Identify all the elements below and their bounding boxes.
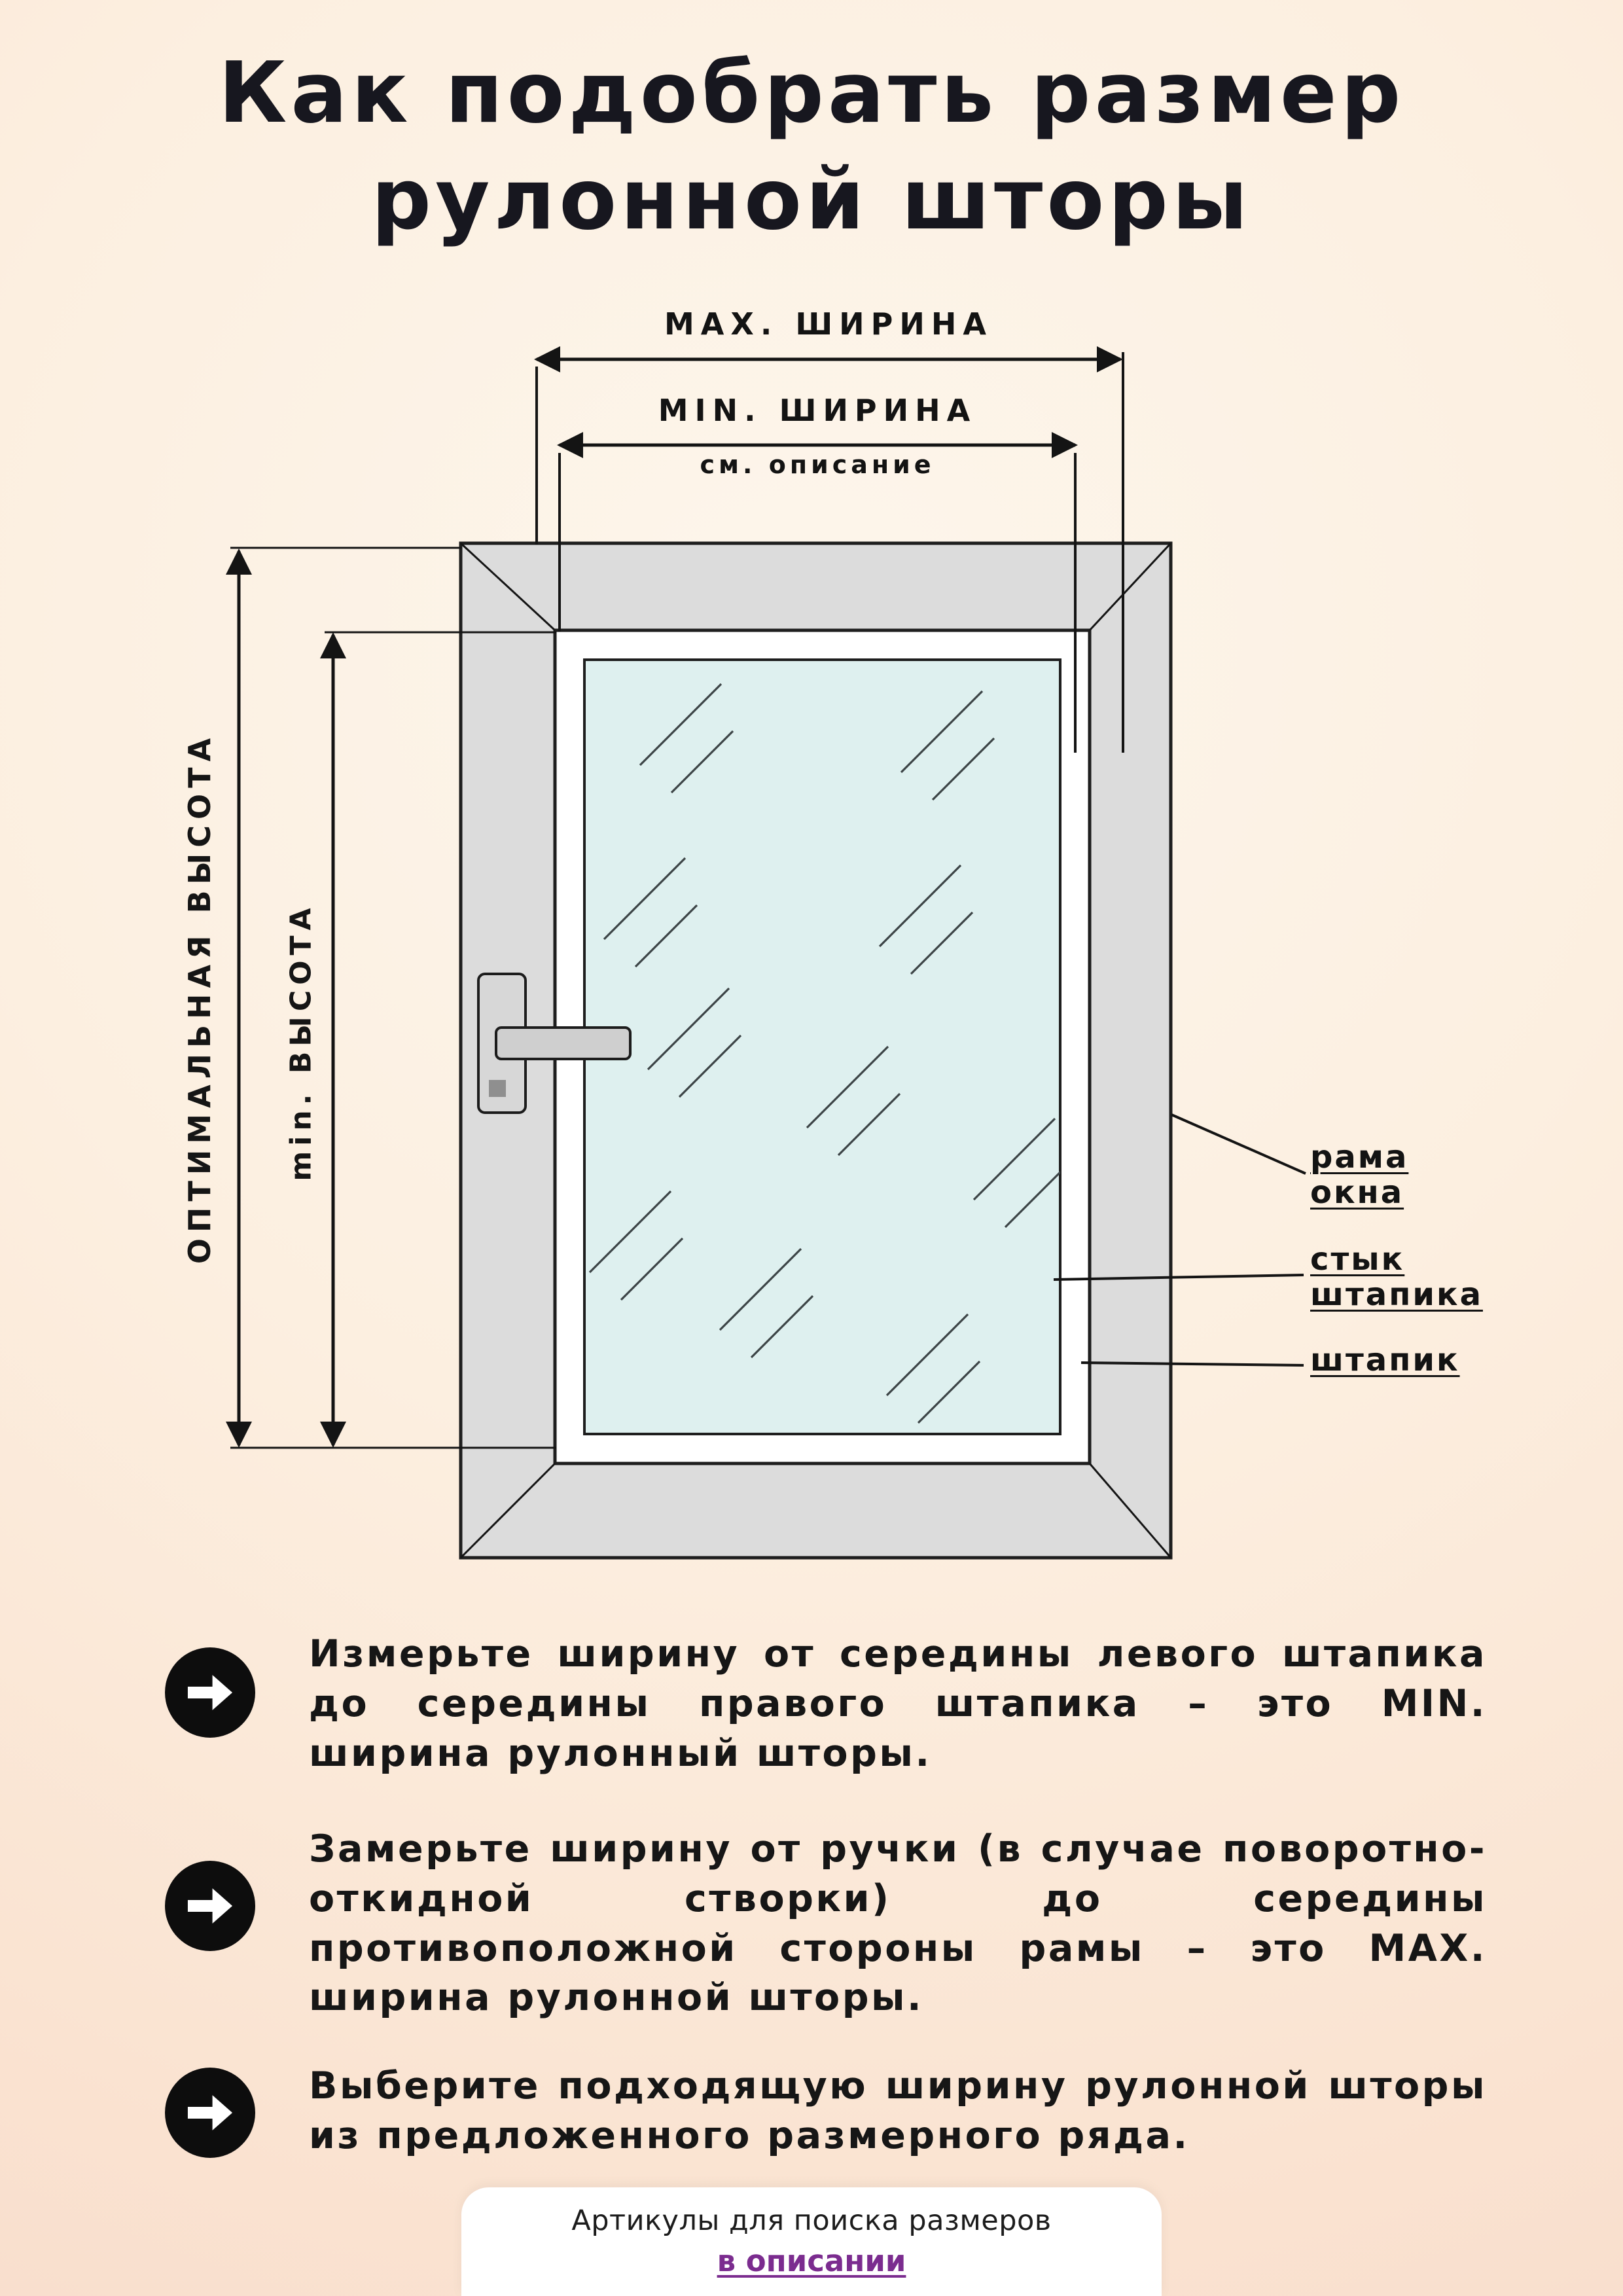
min-width-label: MIN. ШИРИНА <box>658 393 977 428</box>
instruction-3: Выберите подходящую ширину рулонной штор… <box>309 2064 1487 2157</box>
page-title-line2: рулонной шторы <box>371 151 1252 249</box>
frame-label-line1: рама <box>1310 1139 1409 1175</box>
glass-reflections <box>588 683 1060 1424</box>
arrow-right-icon <box>165 2068 255 2158</box>
pointer-lines <box>1053 1113 1306 1367</box>
footer-card: Артикулы для поиска размеров в описании <box>461 2187 1162 2296</box>
instruction-1: Измерьте ширину от середины левого штапи… <box>309 1632 1487 1775</box>
page-title-line1: Как подобрать размер <box>218 45 1405 142</box>
measure-arrows <box>226 346 1123 1448</box>
optimal-height-label: ОПТИМАЛЬНАЯ ВЫСОТА <box>182 732 217 1265</box>
bead-label-line1: штапик <box>1310 1342 1460 1378</box>
max-width-label: MAX. ШИРИНА <box>664 306 993 342</box>
footer-text: Артикулы для поиска размеров <box>571 2204 1052 2237</box>
bead-label: штапик <box>1310 1342 1460 1378</box>
arrow-right-icon <box>165 1861 255 1951</box>
frame-label: рама окна <box>1310 1139 1409 1211</box>
window-frame <box>459 541 1173 1560</box>
footer-link[interactable]: в описании <box>717 2244 906 2278</box>
window-glass <box>583 658 1061 1435</box>
window-handle <box>477 973 632 1114</box>
frame-label-line2: окна <box>1310 1174 1404 1211</box>
arrow-right-icon <box>165 1647 255 1738</box>
bead-joint-label-line2: штапика <box>1310 1276 1483 1313</box>
extension-lines <box>230 352 1124 1449</box>
instruction-2: Замерьте ширину от ручки (в случае повор… <box>309 1827 1487 2020</box>
min-height-label: min. ВЫСОТА <box>284 903 318 1181</box>
see-description-label: см. описание <box>700 450 935 479</box>
page-title: Как подобрать размер рулонной шторы <box>0 41 1623 253</box>
bead-joint-label-line1: стык <box>1310 1241 1405 1278</box>
bead-joint-label: стык штапика <box>1310 1242 1483 1313</box>
